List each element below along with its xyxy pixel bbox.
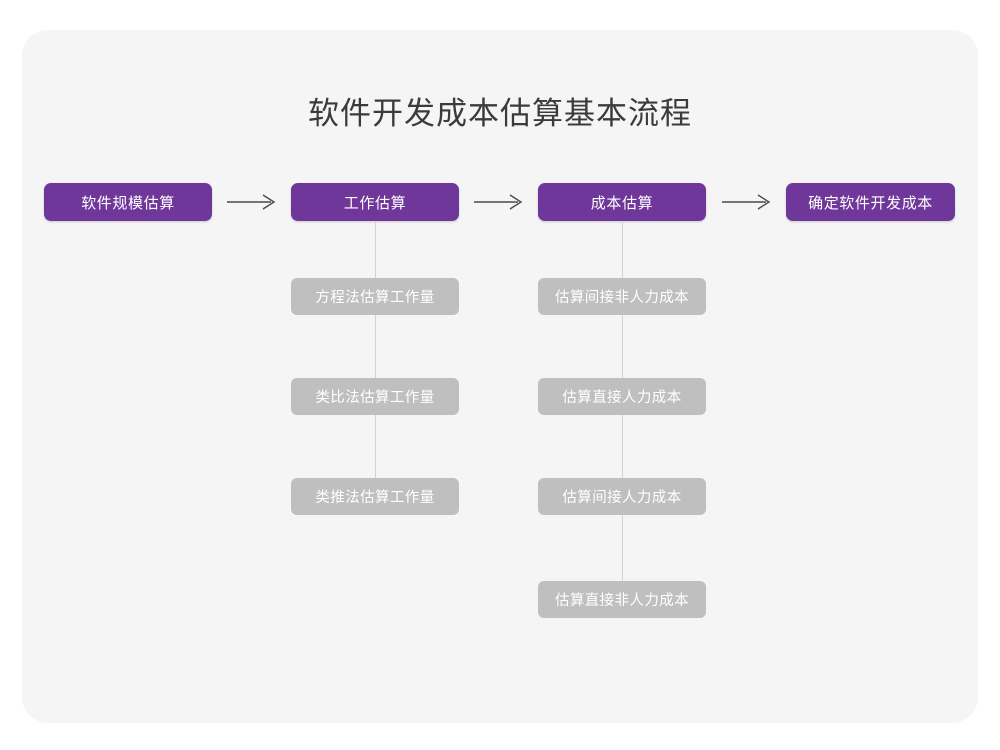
connector-line-branch2-seg2 xyxy=(622,315,623,378)
arrow-right-icon-3 xyxy=(721,191,773,213)
arrow-right-icon-1 xyxy=(226,191,278,213)
substep-node-inference-method-effort[interactable]: 类推法估算工作量 xyxy=(291,478,459,515)
stage-node-cost-estimation[interactable]: 成本估算 xyxy=(538,183,706,221)
substep-node-analogy-method-effort[interactable]: 类比法估算工作量 xyxy=(291,378,459,415)
connector-line-branch2-seg1 xyxy=(622,221,623,278)
connector-line-branch2-seg4 xyxy=(622,515,623,581)
stage-node-software-scale-estimation[interactable]: 软件规模估算 xyxy=(44,183,212,221)
substep-node-indirect-labor-cost[interactable]: 估算间接人力成本 xyxy=(538,478,706,515)
stage-node-determine-development-cost[interactable]: 确定软件开发成本 xyxy=(786,183,955,221)
connector-line-branch1-seg2 xyxy=(375,315,376,378)
substep-node-direct-labor-cost[interactable]: 估算直接人力成本 xyxy=(538,378,706,415)
connector-line-branch1-seg1 xyxy=(375,221,376,278)
substep-node-direct-nonlabor-cost[interactable]: 估算直接非人力成本 xyxy=(538,581,706,618)
substep-node-indirect-nonlabor-cost[interactable]: 估算间接非人力成本 xyxy=(538,278,706,315)
substep-node-equation-method-effort[interactable]: 方程法估算工作量 xyxy=(291,278,459,315)
page-title: 软件开发成本估算基本流程 xyxy=(308,96,692,132)
stage-node-effort-estimation[interactable]: 工作估算 xyxy=(291,183,459,221)
arrow-right-icon-2 xyxy=(473,191,525,213)
connector-line-branch1-seg3 xyxy=(375,415,376,478)
content-card xyxy=(22,30,978,723)
connector-line-branch2-seg3 xyxy=(622,415,623,478)
